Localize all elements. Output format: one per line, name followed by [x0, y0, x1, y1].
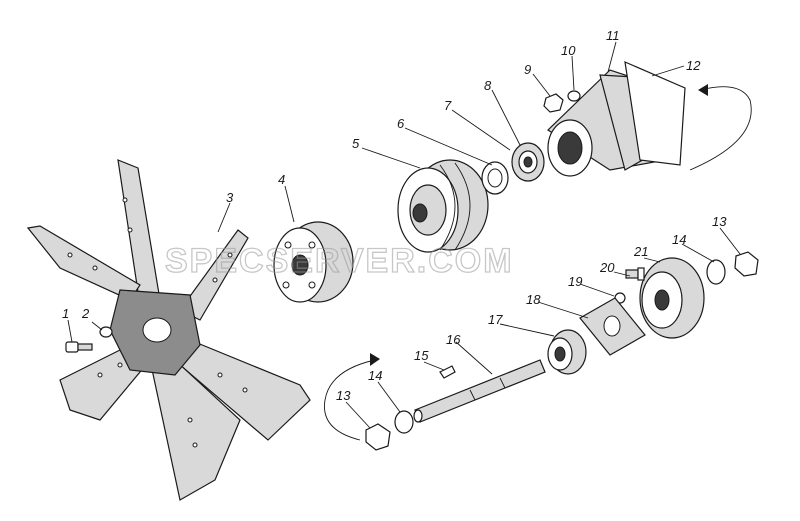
- fan-rivet: [117, 362, 123, 368]
- callout-13-lower: 13: [336, 388, 351, 403]
- fan-rivet: [187, 417, 193, 423]
- nut-part-13-lower: [365, 423, 391, 451]
- callout-17: 17: [488, 312, 503, 327]
- callout-14-upper: 14: [672, 232, 686, 247]
- nut-part-9: [543, 93, 564, 113]
- callout-8: 8: [484, 78, 492, 93]
- bearing-part-8: [511, 142, 545, 182]
- callout-4: 4: [278, 172, 285, 187]
- gasket-part-12: [624, 61, 686, 166]
- shaft-part-16: [413, 359, 546, 423]
- callout-12: 12: [686, 58, 701, 73]
- fan-rivet: [217, 372, 223, 378]
- bolt-part-1: [65, 341, 93, 353]
- watermark-text: SPECSERVER.COM: [165, 242, 514, 280]
- callout-9: 9: [524, 62, 531, 77]
- fan-assembly: [26, 159, 311, 501]
- fan-rivet: [212, 277, 218, 283]
- rotation-arrow-lower-head: [370, 353, 380, 366]
- callout-10: 10: [561, 43, 576, 58]
- callout-14-lower: 14: [368, 368, 382, 383]
- fan-rivet: [122, 197, 128, 203]
- callout-19: 19: [568, 274, 582, 289]
- ring-part-6-bore: [487, 168, 503, 188]
- fan-rivet: [227, 252, 233, 258]
- fan-hub-bore: [142, 317, 172, 343]
- washer-part-2: [99, 326, 113, 338]
- callout-labels: 1 2 3 4 5 6 7 8 9 10 11 12 13 14 13 14 1…: [62, 28, 727, 403]
- lock-washer-part-14-upper: [706, 259, 726, 285]
- key-part-15: [439, 365, 456, 379]
- washer-part-10: [567, 90, 581, 102]
- bearing-part-17: [547, 329, 587, 375]
- fan-rivet: [192, 442, 198, 448]
- fan-rivet: [97, 372, 103, 378]
- fan-blade-left: [26, 225, 141, 301]
- cover-plate-bore: [603, 315, 621, 337]
- callout-21: 21: [633, 244, 648, 259]
- pulley-part-5: [397, 159, 489, 253]
- fan-rivet: [67, 252, 73, 258]
- fan-blade-right-upper: [179, 229, 249, 321]
- callout-5: 5: [352, 136, 360, 151]
- hub-flange-part-4: [273, 221, 354, 303]
- callout-7: 7: [444, 98, 452, 113]
- callout-16: 16: [446, 332, 461, 347]
- rotation-arrow-upper-head: [698, 84, 708, 96]
- rotation-arrow-upper: [689, 86, 752, 171]
- fan-rivet: [92, 265, 98, 271]
- callout-1: 1: [62, 306, 69, 321]
- bolt-part-20: [625, 267, 645, 281]
- callout-13-upper: 13: [712, 214, 727, 229]
- fan-rivet: [127, 227, 133, 233]
- callout-3: 3: [226, 190, 234, 205]
- callout-11: 11: [606, 28, 620, 43]
- gear-part-21: [639, 257, 705, 339]
- nut-part-13-upper: [734, 251, 759, 277]
- leader-lines: [67, 41, 741, 429]
- callout-15: 15: [414, 348, 429, 363]
- fan-rivet: [242, 387, 248, 393]
- lock-washer-part-14-lower: [394, 410, 414, 434]
- callout-18: 18: [526, 292, 541, 307]
- callout-6: 6: [397, 116, 405, 131]
- rotation-arrow-lower: [323, 359, 376, 441]
- callout-20: 20: [599, 260, 615, 275]
- callout-2: 2: [81, 306, 90, 321]
